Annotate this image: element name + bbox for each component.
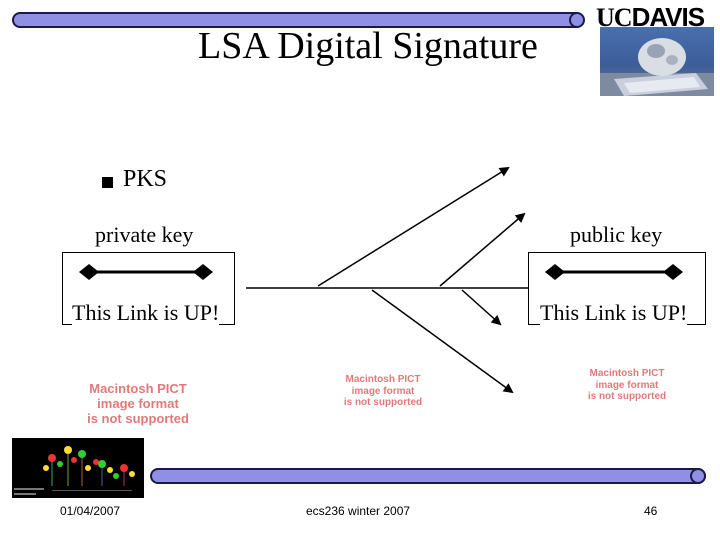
arrow-down-long <box>371 289 514 394</box>
campus-sculpture-photo <box>600 27 714 96</box>
pict-placeholder-right: Macintosh PICT image format is not suppo… <box>587 368 667 402</box>
private-key-icon <box>79 264 213 280</box>
footer-date: 01/04/2007 <box>60 504 121 518</box>
bullet-text: PKS <box>123 166 168 192</box>
public-key-link-text[interactable]: This Link is UP! <box>540 300 688 326</box>
sculpture-image <box>600 38 714 96</box>
network-visualization-thumbnail <box>12 438 144 498</box>
arrow-down-short <box>461 289 502 326</box>
footer-page-number: 46 <box>644 504 658 518</box>
bottom-decor-knob <box>690 468 706 484</box>
arrow-up-long <box>317 166 510 287</box>
bottom-decor-bar <box>150 468 706 484</box>
footer-course: ecs236 winter 2007 <box>306 504 411 518</box>
arrow-up-short <box>439 212 526 287</box>
pict-placeholder-left: Macintosh PICT image format is not suppo… <box>87 381 189 426</box>
public-key-label: public key <box>570 222 663 247</box>
public-key-icon <box>545 264 683 280</box>
bullet-square-icon <box>102 177 113 188</box>
slide-title: LSA Digital Signature <box>198 25 538 67</box>
private-key-link-text[interactable]: This Link is UP! <box>72 300 220 326</box>
pict-placeholder-center: Macintosh PICT image format is not suppo… <box>343 374 423 408</box>
network-visualization-image <box>12 438 144 498</box>
private-key-label: private key <box>95 222 194 247</box>
top-decor-knob <box>569 12 585 28</box>
